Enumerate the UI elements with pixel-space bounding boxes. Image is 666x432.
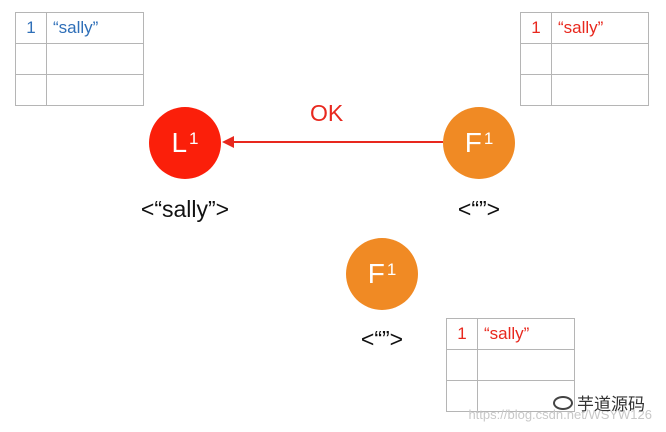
node-letter: L	[171, 127, 188, 158]
wechat-text: 芋道源码	[577, 395, 645, 415]
wechat-watermark: 芋道源码	[553, 390, 645, 415]
wechat-icon	[553, 395, 573, 410]
table-row	[446, 349, 575, 381]
table-row: 1 “sally”	[446, 318, 575, 350]
follower-bottom-label: <“”>	[360, 326, 404, 352]
log-index	[446, 349, 478, 381]
node-term: 1	[189, 129, 199, 148]
log-table-top-left: 1 “sally”	[15, 12, 144, 106]
table-row	[520, 74, 649, 106]
node-letter: F	[464, 127, 482, 158]
log-index	[446, 380, 478, 412]
log-value	[551, 43, 649, 75]
log-index	[15, 74, 47, 106]
arrow-label: OK	[310, 100, 344, 126]
log-value	[477, 349, 575, 381]
follower-top-label: <“”>	[457, 196, 501, 222]
log-value	[551, 74, 649, 106]
watermark-url: https://blog.csdn.net/WSYW126	[468, 407, 652, 422]
log-index: 1	[15, 12, 47, 44]
table-row	[15, 74, 144, 106]
node-term: 1	[483, 129, 494, 148]
arrow-head	[222, 136, 234, 148]
log-index: 1	[446, 318, 478, 350]
table-row	[520, 43, 649, 75]
table-row	[15, 43, 144, 75]
log-value	[46, 74, 144, 106]
log-value: “sally”	[477, 318, 575, 350]
node-letter: F	[367, 258, 385, 289]
leader-label: <“sally”>	[140, 196, 230, 222]
log-value	[46, 43, 144, 75]
node-term: 1	[386, 260, 397, 279]
log-table-top-right: 1 “sally”	[520, 12, 649, 106]
